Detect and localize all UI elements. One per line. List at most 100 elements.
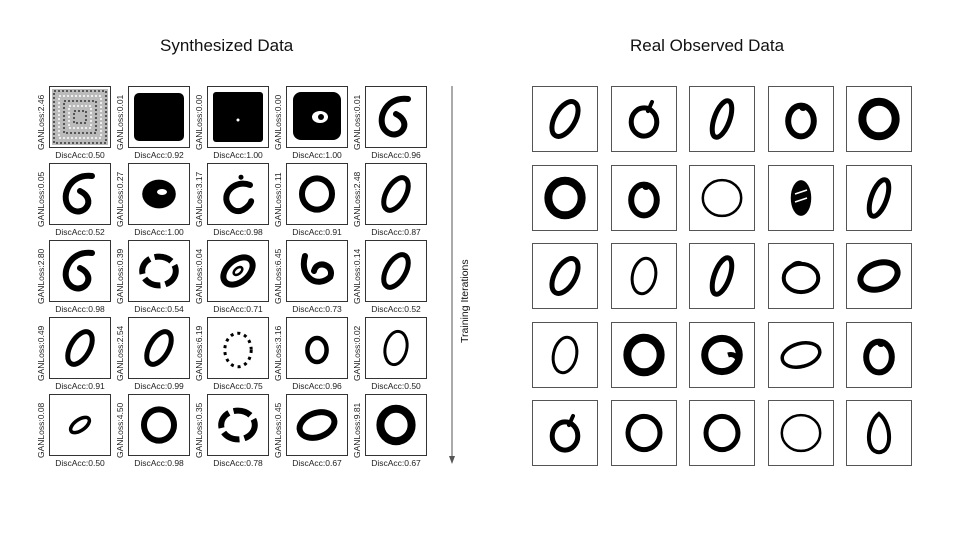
real-sample — [846, 164, 912, 231]
disc-acc-label: DiscAcc:0.50 — [55, 150, 105, 160]
digit-image — [630, 256, 657, 296]
disc-acc-label: DiscAcc:0.91 — [55, 381, 105, 391]
synthesized-sample — [128, 86, 190, 148]
real-sample — [610, 400, 677, 466]
digit-image — [300, 253, 334, 285]
real-sample — [767, 86, 834, 152]
digit-image — [701, 334, 743, 375]
disc-acc-label: DiscAcc:1.00 — [134, 227, 184, 237]
synthesized-sample — [49, 163, 111, 225]
digit-image — [218, 407, 258, 443]
synthesized-sample — [49, 317, 111, 379]
gan-loss-label: GANLoss:0.00 — [194, 94, 204, 150]
digit-image — [220, 254, 256, 288]
digit-image — [790, 179, 811, 216]
digit-image — [628, 100, 659, 139]
synthesized-sample — [49, 394, 111, 456]
disc-acc-label: DiscAcc:0.52 — [371, 304, 421, 314]
gan-loss-label: GANLoss:2.54 — [115, 325, 125, 381]
digit-image — [625, 413, 662, 453]
gan-loss-label: GANLoss:6.19 — [194, 325, 204, 381]
disc-acc-label: DiscAcc:1.00 — [292, 150, 342, 160]
gan-loss-label: GANLoss:0.45 — [273, 402, 283, 458]
synthesized-sample — [365, 86, 427, 148]
real-sample — [846, 243, 912, 309]
real-sample — [689, 321, 755, 388]
digit-image — [299, 175, 335, 213]
digit-image — [376, 404, 416, 446]
real-sample — [610, 164, 677, 231]
digit-image — [858, 97, 900, 141]
gan-loss-label: GANLoss:0.08 — [36, 402, 46, 458]
digit-image — [703, 413, 741, 453]
digit-image — [627, 181, 660, 218]
training-iterations-arrow — [449, 86, 455, 464]
digit-image — [780, 413, 821, 453]
digit-image — [65, 329, 95, 367]
disc-acc-label: DiscAcc:0.96 — [292, 381, 342, 391]
real-sample — [532, 86, 598, 152]
synthesized-sample — [286, 163, 348, 225]
digit-image — [863, 338, 895, 375]
real-sample — [532, 164, 598, 231]
digit-image — [223, 174, 255, 215]
synthesized-sample — [49, 240, 111, 302]
gan-loss-label: GANLoss:0.00 — [273, 94, 283, 150]
digit-image — [52, 89, 108, 145]
gan-loss-label: GANLoss:9.81 — [352, 402, 362, 458]
disc-acc-label: DiscAcc:0.67 — [292, 458, 342, 468]
synthesized-sample — [49, 86, 111, 148]
digit-image — [857, 259, 901, 293]
real-sample — [767, 164, 834, 231]
synthesized-sample — [207, 240, 269, 302]
synthesized-sample — [207, 394, 269, 456]
synthesized-sample — [207, 163, 269, 225]
digit-image — [223, 331, 253, 369]
digit-image — [709, 255, 735, 297]
digit-image — [866, 411, 892, 455]
real-sample — [767, 321, 834, 388]
digit-image — [134, 93, 184, 141]
digit-image — [779, 340, 822, 369]
real-sample — [689, 86, 755, 152]
disc-acc-label: DiscAcc:0.50 — [371, 381, 421, 391]
disc-acc-label: DiscAcc:0.78 — [213, 458, 263, 468]
digit-image — [549, 99, 581, 139]
real-sample — [610, 86, 677, 152]
gan-loss-label: GANLoss:0.04 — [194, 248, 204, 304]
synthesized-sample — [286, 86, 348, 148]
digit-image — [381, 175, 411, 213]
gan-loss-label: GANLoss:0.02 — [352, 325, 362, 381]
gan-loss-label: GANLoss:2.80 — [36, 248, 46, 304]
digit-image — [549, 256, 581, 296]
disc-acc-label: DiscAcc:0.73 — [292, 304, 342, 314]
synthesized-sample — [286, 240, 348, 302]
real-sample — [846, 86, 912, 152]
synthesized-sample — [365, 163, 427, 225]
gan-loss-label: GANLoss:0.01 — [115, 94, 125, 150]
digit-image — [383, 329, 409, 367]
digit-image — [701, 178, 743, 217]
real-sample — [846, 400, 912, 466]
disc-acc-label: DiscAcc:0.92 — [134, 150, 184, 160]
digit-image — [544, 176, 586, 219]
digit-image — [293, 92, 341, 140]
gan-loss-label: GANLoss:4.50 — [115, 402, 125, 458]
digit-image — [551, 335, 579, 374]
gan-loss-label: GANLoss:2.46 — [36, 94, 46, 150]
disc-acc-label: DiscAcc:0.98 — [213, 227, 263, 237]
gan-loss-label: GANLoss:3.16 — [273, 325, 283, 381]
gan-loss-label: GANLoss:3.17 — [194, 171, 204, 227]
real-sample — [689, 243, 755, 309]
digit-image — [144, 329, 174, 367]
digit-image — [296, 409, 338, 441]
real-sample — [767, 243, 834, 309]
real-data-title: Real Observed Data — [630, 36, 785, 55]
disc-acc-label: DiscAcc:0.75 — [213, 381, 263, 391]
digit-image — [62, 249, 95, 292]
digit-image — [305, 335, 329, 365]
gan-loss-label: GANLoss:0.01 — [352, 94, 362, 150]
real-sample — [767, 400, 834, 466]
disc-acc-label: DiscAcc:0.98 — [55, 304, 105, 314]
gan-loss-label: GANLoss:0.27 — [115, 171, 125, 227]
